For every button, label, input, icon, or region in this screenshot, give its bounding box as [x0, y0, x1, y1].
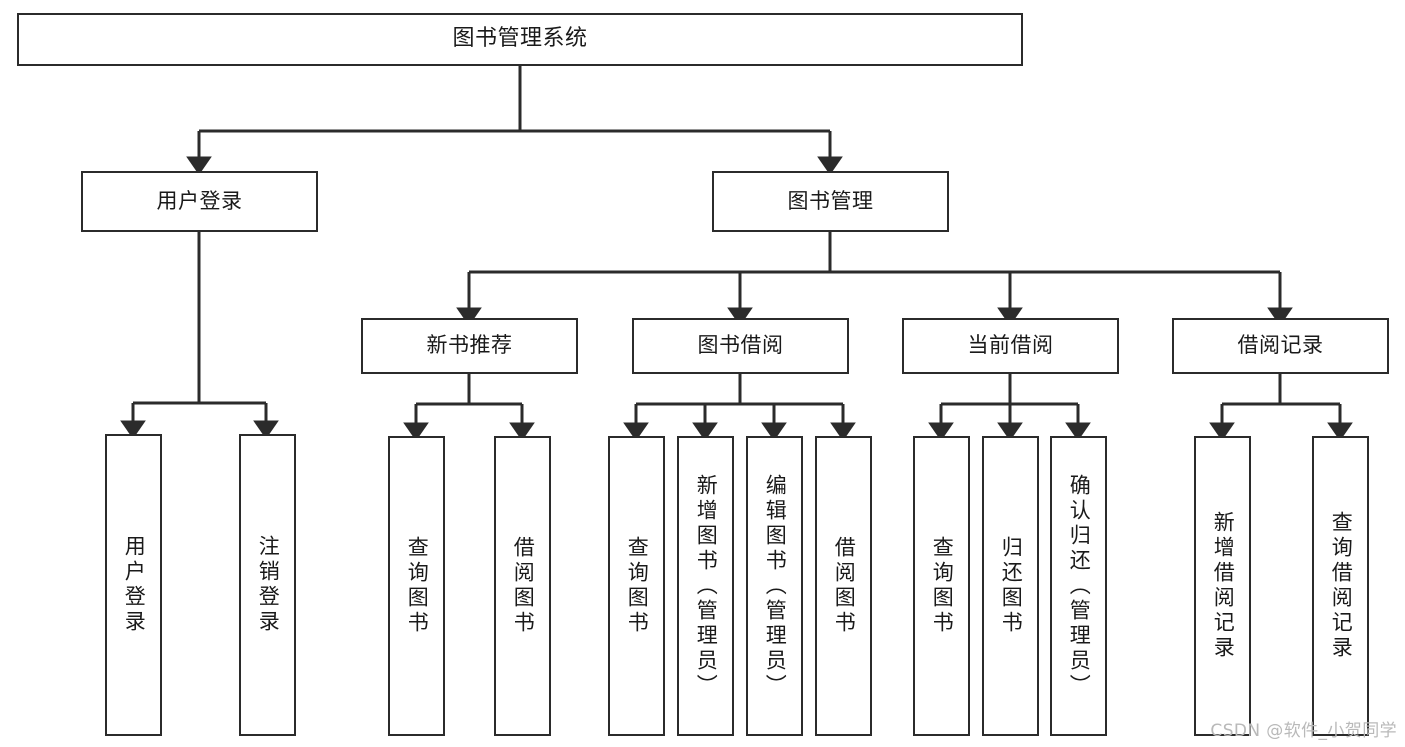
node-new-book-recommend[interactable]: 新书推荐: [361, 318, 578, 374]
node-leaf-return-book-label: 归还图书: [999, 536, 1024, 636]
node-leaf-logout-login-label: 注销登录: [256, 535, 281, 635]
node-leaf-logout-login[interactable]: 注销登录: [239, 434, 296, 736]
node-user-login[interactable]: 用户登录: [81, 171, 318, 232]
node-current-borrow[interactable]: 当前借阅: [902, 318, 1119, 374]
node-leaf-add-book-label: 新增图书（管理员）: [694, 473, 719, 699]
node-leaf-edit-book-label: 编辑图书（管理员）: [763, 473, 788, 699]
node-borrow-record[interactable]: 借阅记录: [1172, 318, 1389, 374]
node-leaf-add-record[interactable]: 新增借阅记录: [1194, 436, 1251, 736]
node-leaf-user-login-label: 用户登录: [122, 535, 147, 635]
node-leaf-borrow-book-2-label: 借阅图书: [832, 536, 857, 636]
node-leaf-confirm-return-label: 确认归还（管理员）: [1067, 473, 1092, 699]
node-leaf-query-book-2-label: 查询图书: [625, 536, 650, 636]
node-leaf-add-record-label: 新增借阅记录: [1211, 511, 1236, 661]
node-leaf-query-record[interactable]: 查询借阅记录: [1312, 436, 1369, 736]
node-book-management[interactable]: 图书管理: [712, 171, 949, 232]
node-root-label: 图书管理系统: [452, 26, 588, 52]
node-leaf-query-book-1-label: 查询图书: [405, 536, 430, 636]
node-leaf-confirm-return[interactable]: 确认归还（管理员）: [1050, 436, 1107, 736]
node-book-management-label: 图书管理: [787, 188, 874, 213]
node-leaf-borrow-book-1-label: 借阅图书: [511, 536, 536, 636]
node-leaf-query-record-label: 查询借阅记录: [1329, 511, 1354, 661]
node-leaf-query-book-2[interactable]: 查询图书: [608, 436, 665, 736]
node-user-login-label: 用户登录: [156, 188, 243, 213]
node-new-book-recommend-label: 新书推荐: [426, 333, 513, 358]
node-book-borrow[interactable]: 图书借阅: [632, 318, 849, 374]
node-leaf-query-book-3-label: 查询图书: [930, 536, 955, 636]
watermark-text: CSDN @软件_小贺同学: [1210, 721, 1397, 741]
node-leaf-return-book[interactable]: 归还图书: [982, 436, 1039, 736]
node-book-borrow-label: 图书借阅: [697, 333, 784, 358]
node-leaf-user-login[interactable]: 用户登录: [105, 434, 162, 736]
node-leaf-add-book[interactable]: 新增图书（管理员）: [677, 436, 734, 736]
node-leaf-borrow-book-1[interactable]: 借阅图书: [494, 436, 551, 736]
node-leaf-query-book-1[interactable]: 查询图书: [388, 436, 445, 736]
node-borrow-record-label: 借阅记录: [1237, 333, 1324, 358]
node-root[interactable]: 图书管理系统: [17, 13, 1023, 66]
node-leaf-query-book-3[interactable]: 查询图书: [913, 436, 970, 736]
node-leaf-edit-book[interactable]: 编辑图书（管理员）: [746, 436, 803, 736]
node-leaf-borrow-book-2[interactable]: 借阅图书: [815, 436, 872, 736]
node-current-borrow-label: 当前借阅: [967, 333, 1054, 358]
